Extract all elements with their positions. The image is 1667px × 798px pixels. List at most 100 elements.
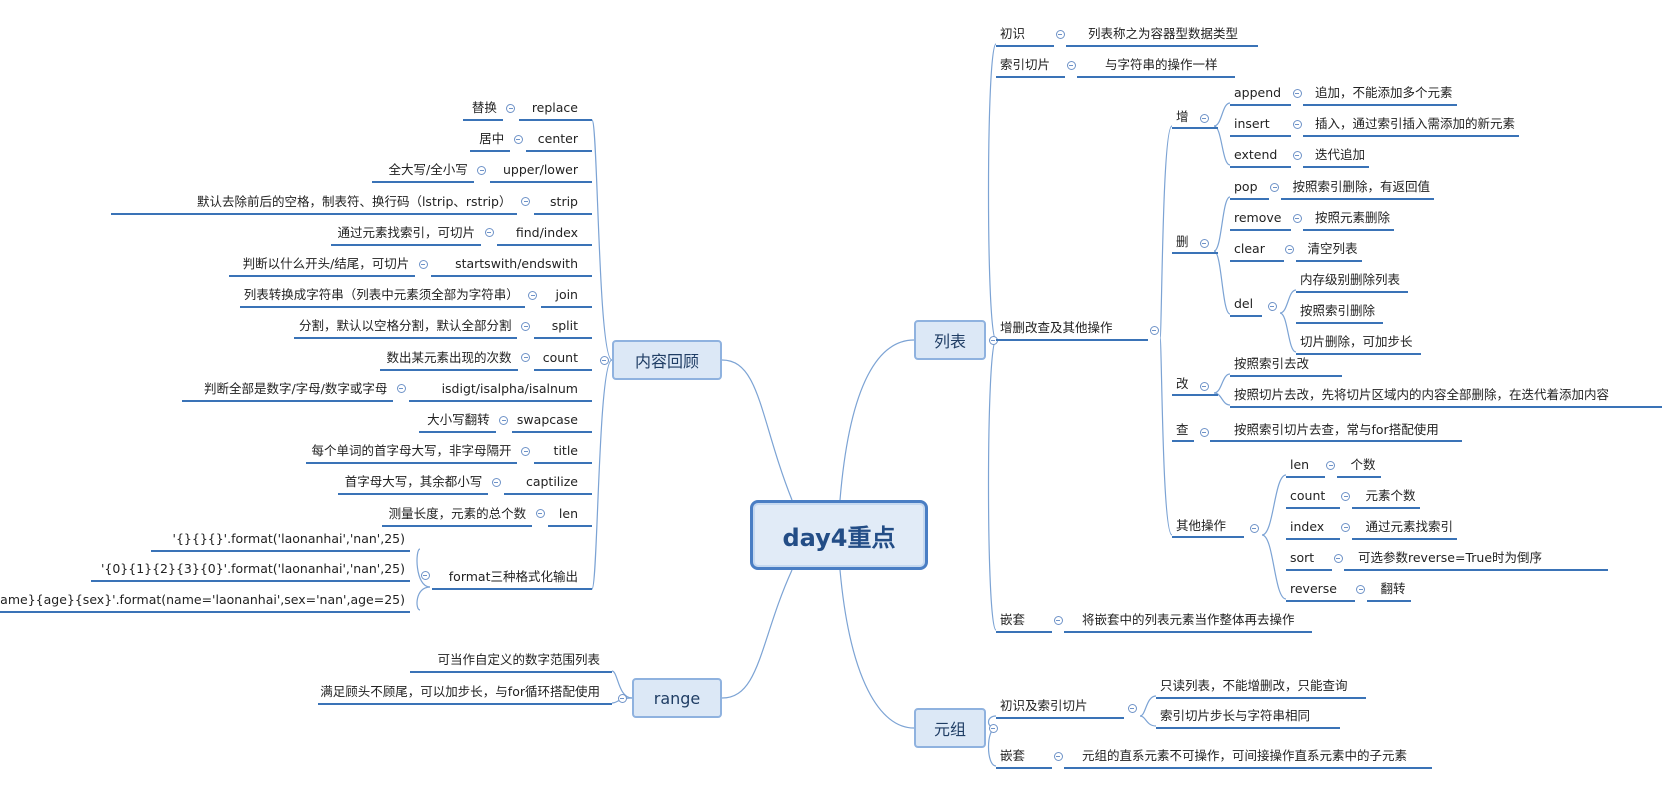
topic-underline	[1286, 600, 1355, 602]
collapse-toggle-icon[interactable]	[477, 165, 487, 175]
collapse-toggle-icon[interactable]	[1267, 301, 1277, 311]
collapse-toggle-icon[interactable]	[521, 197, 530, 207]
topic-underline	[410, 671, 612, 673]
connector-line	[721, 569, 793, 699]
collapse-toggle-icon[interactable]	[1285, 244, 1294, 254]
collapse-toggle-icon[interactable]	[418, 259, 428, 269]
connector-line	[839, 339, 915, 501]
topic-underline	[1156, 727, 1340, 729]
topic-underline	[1064, 631, 1312, 633]
collapse-toggle-icon[interactable]	[1149, 325, 1159, 335]
connector-line	[721, 359, 793, 501]
collapse-toggle-icon[interactable]	[1066, 60, 1076, 70]
collapse-toggle-icon[interactable]	[1053, 751, 1063, 761]
other-item: reverse	[1290, 581, 1337, 596]
tuple-nest: 嵌套	[1000, 748, 1026, 763]
collapse-toggle-icon[interactable]	[1326, 460, 1335, 470]
collapse-toggle-icon[interactable]	[535, 509, 545, 519]
collapse-toggle-icon[interactable]	[1199, 427, 1209, 437]
connector-line	[1261, 534, 1287, 600]
method-desc: 默认去除前后的空格，制表符、换行码（lstrip、rstrip）	[196, 193, 512, 209]
topic-underline	[0, 611, 410, 613]
list-nest-desc: 将嵌套中的列表元素当作整体再去操作	[1082, 612, 1295, 627]
topic-underline	[418, 431, 496, 433]
connector-line	[591, 359, 613, 590]
connector-line	[1159, 337, 1173, 536]
collapse-toggle-icon[interactable]	[1270, 182, 1279, 192]
collapse-toggle-icon[interactable]	[420, 570, 430, 580]
collapse-toggle-icon[interactable]	[617, 693, 627, 703]
topic-underline	[1351, 538, 1457, 540]
collapse-toggle-icon[interactable]	[1055, 29, 1065, 39]
root-topic[interactable]: day4重点	[750, 500, 928, 570]
topic-underline	[1280, 198, 1434, 200]
connector-line	[1213, 125, 1231, 166]
topic-underline	[1230, 135, 1291, 137]
topic-underline	[1230, 315, 1262, 317]
collapse-toggle-icon[interactable]	[521, 321, 530, 331]
topic-underline	[1230, 104, 1291, 106]
connector-line	[416, 548, 431, 588]
collapse-toggle-icon[interactable]	[1333, 553, 1343, 563]
method-name: join	[555, 287, 578, 303]
topic-underline	[518, 119, 592, 121]
method-name: startswith/endswith	[455, 256, 578, 271]
other-item-desc: 翻转	[1380, 581, 1406, 596]
connector-line	[1279, 289, 1297, 314]
add-item: append	[1234, 85, 1282, 100]
collapse-toggle-icon[interactable]	[1249, 523, 1259, 533]
collapse-toggle-icon[interactable]	[1341, 522, 1350, 532]
collapse-toggle-icon[interactable]	[1053, 615, 1063, 625]
topic-underline	[1286, 507, 1340, 509]
list-slice: 索引切片	[1000, 57, 1051, 72]
collapse-toggle-icon[interactable]	[1127, 703, 1137, 713]
connector-line	[591, 119, 613, 361]
collapse-toggle-icon[interactable]	[1199, 113, 1209, 123]
collapse-toggle-icon[interactable]	[499, 415, 509, 425]
add-item-desc: 追加，不能添加多个元素	[1315, 85, 1453, 100]
method-name: len	[558, 505, 578, 521]
collapse-toggle-icon[interactable]	[1292, 88, 1302, 98]
collapse-toggle-icon[interactable]	[599, 355, 609, 365]
topic-underline	[1296, 353, 1421, 355]
list-intro: 初识	[1000, 26, 1026, 41]
collapse-toggle-icon[interactable]	[528, 290, 538, 300]
collapse-toggle-icon[interactable]	[1199, 238, 1209, 248]
collapse-toggle-icon[interactable]	[521, 353, 530, 363]
connector-line	[1159, 125, 1173, 339]
topic-underline	[1172, 536, 1244, 538]
other-item: len	[1290, 457, 1310, 472]
collapse-toggle-icon[interactable]	[484, 228, 494, 238]
other-item-desc: 元素个数	[1365, 488, 1416, 503]
topic-underline	[1230, 229, 1291, 231]
topic-underline	[432, 588, 592, 590]
collapse-toggle-icon[interactable]	[1292, 213, 1302, 223]
collapse-toggle-icon[interactable]	[513, 134, 523, 144]
topic-content-review[interactable]: 内容回顾	[612, 340, 722, 380]
method-desc: 列表转换成字符串（列表中元素须全部为字符串）	[243, 287, 519, 303]
connector-line	[1279, 312, 1297, 353]
connector-line	[416, 586, 431, 611]
collapse-toggle-icon[interactable]	[1341, 491, 1350, 501]
topic-underline	[1172, 252, 1218, 254]
collapse-toggle-icon[interactable]	[988, 723, 998, 733]
topic-underline	[533, 212, 592, 215]
collapse-toggle-icon[interactable]	[396, 384, 406, 394]
topic-underline	[306, 462, 518, 465]
list-slice-desc: 与字符串的操作一样	[1105, 57, 1218, 72]
topic-underline	[1230, 198, 1269, 200]
collapse-toggle-icon[interactable]	[1292, 119, 1302, 129]
topic-tuple[interactable]: 元组	[914, 708, 986, 748]
collapse-toggle-icon[interactable]	[521, 446, 530, 456]
connector-line	[1139, 715, 1157, 727]
collapse-toggle-icon[interactable]	[1199, 381, 1209, 391]
topic-list[interactable]: 列表	[914, 320, 986, 360]
collapse-toggle-icon[interactable]	[1356, 584, 1365, 594]
collapse-toggle-icon[interactable]	[1292, 150, 1302, 160]
topic-range[interactable]: range	[632, 678, 722, 718]
collapse-toggle-icon[interactable]	[491, 477, 501, 487]
collapse-toggle-icon[interactable]	[506, 103, 516, 113]
tuple-intro: 初识及索引切片	[1000, 698, 1088, 713]
method-desc: 分割，默认以空格分割，默认全部分割	[298, 318, 512, 334]
list-intro-desc: 列表称之为容器型数据类型	[1088, 26, 1239, 41]
